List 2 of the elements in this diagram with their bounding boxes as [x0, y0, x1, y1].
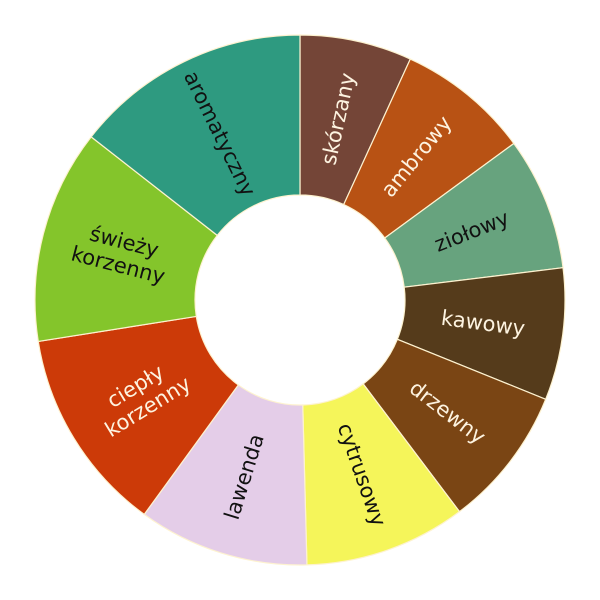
- segment-label: skórzany: [318, 71, 361, 168]
- segment-label: kawowy: [440, 306, 527, 342]
